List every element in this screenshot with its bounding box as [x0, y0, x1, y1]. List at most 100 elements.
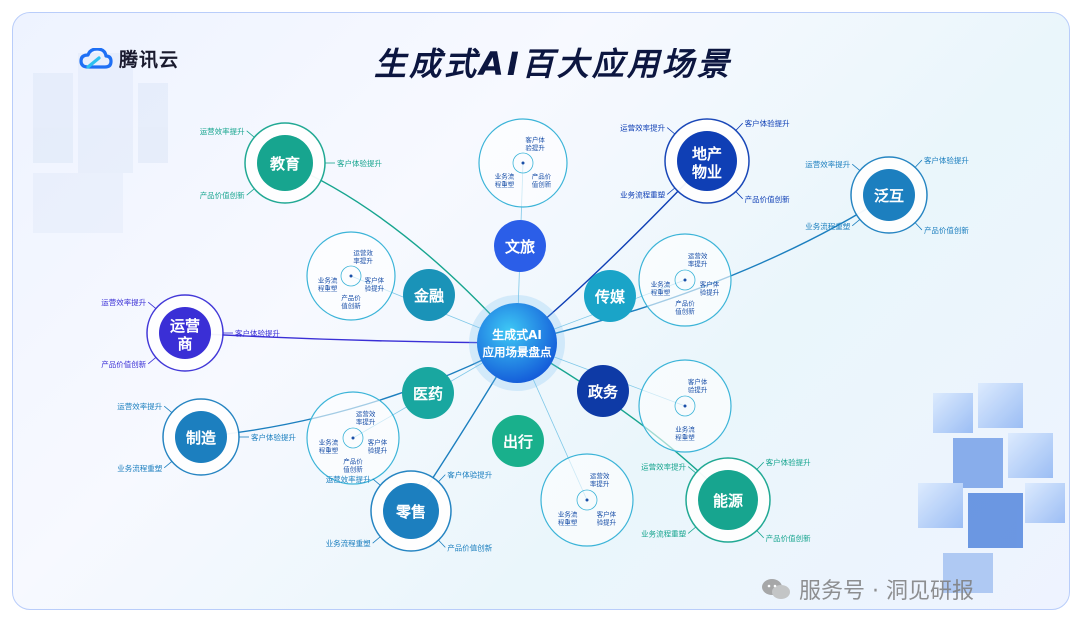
ring-label: 运营效 [688, 251, 708, 260]
ring-label: 业务流 [318, 275, 338, 284]
ring-label: 业务流 [558, 509, 578, 518]
inner-circle [403, 269, 455, 321]
branch-line [735, 191, 743, 200]
ring-label: 率提升 [356, 417, 376, 426]
branch-label: 客户体验提升 [251, 432, 296, 442]
branch-line [438, 474, 446, 483]
branch-label: 客户体验提升 [447, 470, 492, 480]
inner-node-chuanmei: 传媒 [584, 270, 636, 322]
branch-line [666, 127, 676, 135]
ring-label: 值创新 [532, 180, 552, 189]
sub-rings: 客户体验提升产品价值创新业务流程重塑运营效率提升客户体验提升产品价值创新业务流程… [306, 118, 732, 547]
ring-label: 客户体 [368, 438, 388, 447]
inner-circle [494, 220, 546, 272]
category-label: 商 [177, 335, 192, 353]
category-label: 地产 [692, 145, 722, 163]
ring-label: 产品价 [532, 172, 552, 181]
branch-line [914, 222, 923, 231]
ring-label: 值创新 [341, 301, 361, 310]
connector-line [184, 332, 518, 344]
branch-label: 产品价值创新 [447, 542, 492, 552]
branch-line [687, 466, 697, 474]
brand-name: 腾讯云 [119, 49, 180, 71]
inner-label: 金融 [413, 287, 444, 305]
ring-label: 运营效 [353, 248, 373, 257]
branch-label: 产品价值创新 [101, 359, 146, 369]
branch-line [372, 536, 381, 544]
center-label-line1: 生成式AI [492, 327, 542, 342]
category-label: 零售 [395, 503, 426, 521]
branch-label: 产品价值创新 [924, 225, 969, 235]
category-label: 泛互 [874, 187, 904, 205]
inner-circle [492, 415, 544, 467]
ring-label: 验提升 [525, 143, 545, 152]
category-circle [159, 307, 211, 359]
inner-label: 传媒 [594, 288, 626, 306]
ring-label: 程重塑 [675, 432, 695, 441]
ring-label: 业务流 [651, 280, 671, 289]
ring-label: 产品价 [343, 456, 363, 465]
background-buildings [33, 53, 168, 233]
ring-core [674, 395, 696, 417]
ring-label: 程重塑 [319, 446, 339, 455]
branch-label: 运营效率提升 [620, 123, 665, 133]
ring-label: 运营效 [356, 409, 376, 418]
ring-core [512, 152, 534, 174]
branch-line [914, 159, 923, 168]
branch-line [851, 163, 861, 171]
wechat-icon [762, 579, 790, 599]
branch-line [851, 219, 861, 227]
ring-dot [351, 436, 355, 440]
branch-label: 产品价值创新 [200, 190, 245, 200]
ring-dot [521, 161, 525, 165]
branch-label: 产品价值创新 [745, 194, 790, 204]
ring-label: 率提升 [353, 256, 373, 265]
branch-label: 业务流程重塑 [326, 538, 371, 548]
branch-line [735, 122, 743, 131]
category-label: 教育 [269, 155, 300, 173]
branch-label: 运营效率提升 [805, 159, 850, 169]
branch-line [687, 526, 697, 534]
branch-line [438, 539, 446, 548]
category-circle [863, 169, 915, 221]
branch-label: 客户体验提升 [924, 155, 969, 165]
ring-label: 客户体 [597, 509, 617, 518]
ring-label: 产品价 [675, 298, 695, 307]
ring-label: 值创新 [675, 306, 695, 315]
branch-line [147, 357, 157, 365]
inner-circle [577, 365, 629, 417]
category-label: 运营 [170, 317, 200, 335]
branch-line [246, 130, 255, 138]
branch-line [147, 301, 157, 309]
ring-label: 产品价 [341, 293, 361, 302]
ring-core [576, 489, 598, 511]
ring-dot [683, 278, 687, 282]
branch-label: 客户体验提升 [235, 328, 280, 338]
ring-label: 客户体 [688, 377, 708, 386]
inner-node-chuxing: 出行 [492, 415, 544, 467]
ring-dot [585, 498, 589, 502]
ring-label: 客户体 [365, 275, 385, 284]
branch-label: 业务流程重塑 [620, 189, 665, 199]
branch-line [372, 478, 381, 486]
category-node-realestate: 地产物业运营效率提升客户体验提升产品价值创新业务流程重塑 [620, 118, 790, 204]
category-node-pan: 泛互运营效率提升客户体验提升产品价值创新业务流程重塑 [805, 155, 969, 235]
branch-line [163, 461, 173, 469]
ring-core [340, 265, 362, 287]
ring-label: 率提升 [688, 259, 708, 268]
branch-label: 运营效率提升 [326, 474, 371, 484]
branch-line [246, 188, 255, 196]
branch-label: 运营效率提升 [641, 462, 686, 472]
inner-label: 政务 [588, 383, 619, 401]
inner-circle [584, 270, 636, 322]
watermark-text: 服务号 · 洞见研报 [799, 579, 974, 604]
infographic-frame: 客户体验提升产品价值创新业务流程重塑运营效率提升客户体验提升产品价值创新业务流程… [12, 12, 1070, 610]
branch-line [756, 530, 764, 539]
